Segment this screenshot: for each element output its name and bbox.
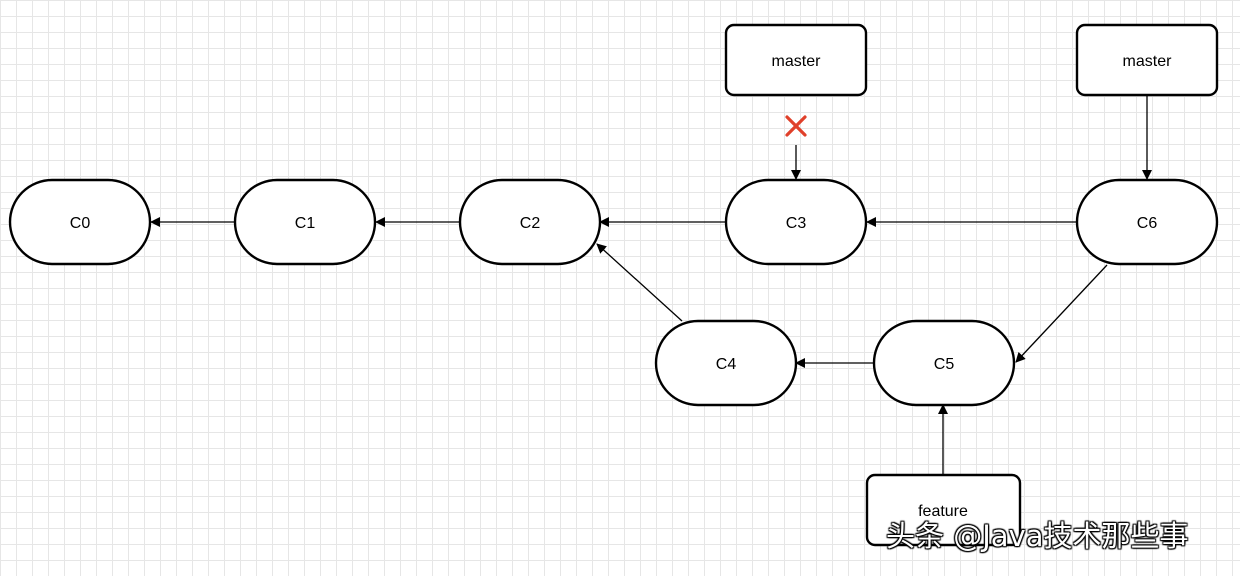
edge-c4-c2	[596, 243, 683, 322]
commit-c5[interactable]: C5	[872, 319, 1016, 407]
branch-label: master	[772, 53, 822, 70]
watermark: 头条 @Java技术那些事	[886, 519, 1189, 553]
commit-label: C2	[520, 215, 541, 232]
edges	[150, 96, 1152, 474]
commit-c6[interactable]: C6	[1075, 178, 1219, 266]
commit-c3[interactable]: C3	[724, 178, 868, 266]
commit-label: C0	[70, 215, 91, 232]
edge-c6-c5	[1015, 264, 1108, 363]
branch-label: feature	[918, 503, 968, 520]
branch-feature[interactable]: feature	[865, 473, 1022, 547]
commit-label: C1	[295, 215, 316, 232]
branch-master-new[interactable]: master	[1075, 23, 1219, 97]
commit-c4[interactable]: C4	[654, 319, 798, 407]
removed-mark-icon	[785, 115, 807, 137]
commit-c1[interactable]: C1	[233, 178, 377, 266]
commit-label: C3	[786, 215, 807, 232]
commit-label: C4	[716, 356, 737, 373]
commit-label: C6	[1137, 215, 1158, 232]
branch-master-old[interactable]: master	[724, 23, 868, 97]
branch-label: master	[1123, 53, 1173, 70]
commit-c2[interactable]: C2	[458, 178, 602, 266]
commit-c0[interactable]: C0	[8, 178, 152, 266]
commit-label: C5	[934, 356, 955, 373]
